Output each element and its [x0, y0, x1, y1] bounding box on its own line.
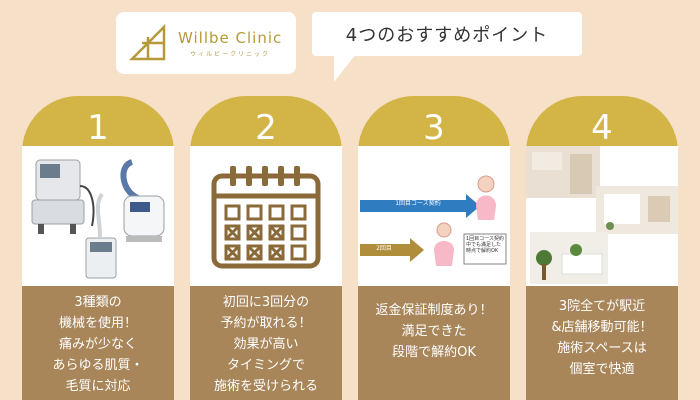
description-line: 個室で快適	[569, 362, 635, 377]
description-line: 効果が高い	[233, 337, 299, 352]
point-description: 3種類の 機械を使用！ 痛みが少なく あらゆる肌質・ 毛質に対応	[22, 286, 174, 400]
laser-machines-icon	[31, 159, 165, 279]
headline-text: 4つのおすすめポイント	[345, 25, 549, 46]
point-number: 2	[190, 96, 342, 152]
interior-photos-icon	[526, 146, 678, 284]
calendar-icon	[211, 166, 321, 269]
description-line: 施術スペースは	[557, 341, 647, 356]
description-line: あらゆる肌質・	[52, 358, 144, 373]
description-line: 毛質に対応	[65, 379, 131, 394]
logo-name: Willbe Clinic	[178, 28, 283, 47]
description-line: タイミングで	[226, 358, 305, 373]
description-line: 満足できた	[401, 324, 467, 339]
point-number: 1	[22, 96, 174, 152]
refund-arrows-icon	[360, 175, 507, 266]
point-card-1: 1 3種類の 機械を使用！	[22, 96, 174, 400]
arrow2-label: 2回目	[376, 245, 392, 252]
point-card-3: 3 1回目コース契約 2回目 1回目コース契約中でも満足した時点で解約OK 返金…	[358, 96, 510, 400]
description-line: &店舗移動可能！	[551, 320, 653, 335]
description-line: 3院全てが駅近	[558, 299, 646, 314]
description-line: 機械を使用！	[58, 316, 137, 331]
description-line: 返金保証制度あり！	[375, 303, 493, 318]
refund-note: 1回目コース契約中でも満足した時点で解約OK	[466, 236, 504, 254]
description-line: 初回に3回分の	[222, 295, 310, 310]
point-number: 4	[526, 96, 678, 152]
description-line: 施術を受けられる	[213, 379, 318, 394]
arrow1-label: 1回目コース契約	[395, 200, 441, 207]
headline-bubble: 4つのおすすめポイント	[312, 12, 582, 56]
logo-subtitle: ウィルビークリニック	[190, 50, 271, 58]
bubble-tail	[334, 54, 356, 82]
clinic-logo: Willbe Clinic ウィルビークリニック	[116, 12, 296, 74]
point-description: 返金保証制度あり！ 満足できた 段階で解約OK	[358, 286, 510, 400]
point-card-4: 4 3院全てが駅近 &店舗移動可能！	[526, 96, 678, 400]
point-description: 3院全てが駅近 &店舗移動可能！ 施術スペースは 個室で快適	[526, 286, 678, 400]
point-number: 3	[358, 96, 510, 152]
points-grid: 1 3種類の 機械を使用！	[22, 96, 682, 400]
description-line: 段階で解約OK	[392, 345, 476, 360]
logo-mark-icon	[128, 23, 166, 61]
description-line: 予約が取れる！	[220, 316, 312, 331]
point-card-2: 2	[190, 96, 342, 400]
description-line: 痛みが少なく	[58, 337, 137, 352]
description-line: 3種類の	[74, 295, 122, 310]
point-description: 初回に3回分の 予約が取れる！ 効果が高い タイミングで 施術を受けられる	[190, 286, 342, 400]
